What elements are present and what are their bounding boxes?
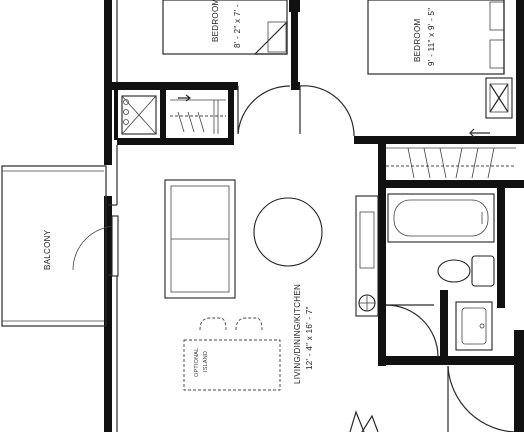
bedroom-right-dims: 9' - 11" x 9' - 5" xyxy=(427,8,436,66)
optional-island xyxy=(183,317,281,391)
closet-right xyxy=(386,128,516,179)
coffee-table xyxy=(253,197,323,267)
bathtub xyxy=(387,193,495,243)
entry-door xyxy=(349,365,518,432)
island-label-1: OPTIONAL xyxy=(194,348,200,377)
bedroom-left-bed xyxy=(162,0,288,55)
bedroom-right-name: BEDROOM xyxy=(413,19,422,62)
balcony-door xyxy=(72,215,119,277)
toilet xyxy=(437,255,495,287)
bedroom-left-dims: 8' - 2" x 7' - xyxy=(233,4,242,48)
bedroom-right-cabinet xyxy=(485,77,513,119)
bathroom-door xyxy=(385,304,439,357)
door-right-bedroom xyxy=(299,85,355,137)
sofa xyxy=(164,179,236,299)
balcony xyxy=(1,165,107,327)
kitchen-counter xyxy=(355,195,379,317)
living-name: LIVING/DINING/KITCHEN xyxy=(293,284,302,384)
bedroom-right-bed xyxy=(367,0,505,75)
closet-small xyxy=(170,94,226,134)
bedroom-left-name: BEDROOM xyxy=(211,0,220,42)
living-dims: 12' - 4" x 16' - 7" xyxy=(305,306,314,370)
interior-walls xyxy=(112,0,524,366)
shower-stall xyxy=(121,95,157,135)
door-left-bedroom xyxy=(237,85,291,135)
balcony-label: BALCONY xyxy=(43,229,52,270)
island-label-2: ISLAND xyxy=(203,351,209,372)
bathroom-sink xyxy=(455,301,493,351)
